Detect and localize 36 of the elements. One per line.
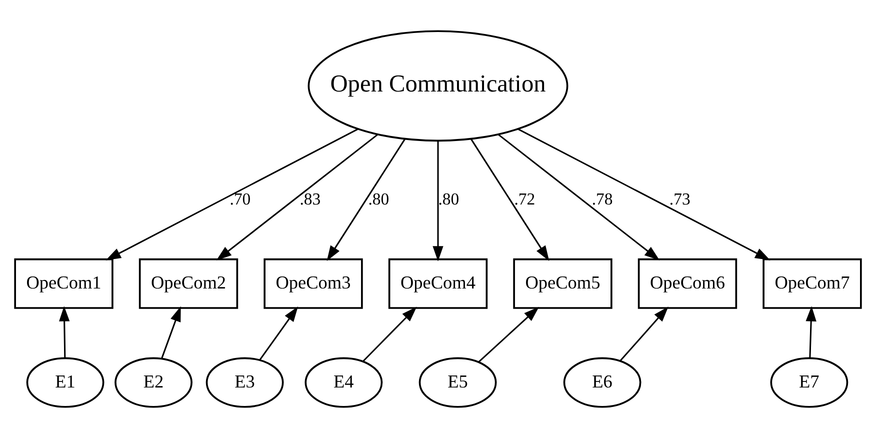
arrow: [805, 306, 816, 358]
arrow: [160, 306, 180, 358]
arrow: [619, 306, 668, 361]
edge-label: .80: [368, 188, 389, 208]
arrow: [216, 133, 378, 260]
edge-label: .78: [591, 188, 612, 208]
node-ellipse: E6: [562, 356, 641, 408]
arrow: [258, 306, 298, 360]
node-box: OpeCom3: [263, 258, 362, 308]
arrow: [362, 306, 416, 362]
edge-label: .83: [299, 188, 320, 208]
node-box: OpeCom5: [512, 258, 612, 308]
node-box: OpeCom4: [388, 258, 488, 308]
node-ellipse: E3: [205, 356, 284, 408]
node-ellipse: E2: [114, 356, 192, 408]
node-ellipse: E1: [26, 356, 104, 408]
arrow: [497, 133, 660, 260]
node-box: OpeCom2: [138, 258, 238, 308]
node-box: OpeCom6: [637, 258, 737, 308]
arrow: [517, 128, 770, 260]
edge-label: .72: [514, 188, 535, 208]
node-ellipse: E4: [304, 356, 382, 408]
arrow: [478, 306, 539, 362]
edge-label: .80: [438, 188, 459, 208]
node-ellipse: Open Communication: [307, 30, 568, 142]
node-ellipse: E7: [770, 356, 848, 408]
arrow: [326, 138, 406, 260]
node-box: OpeCom1: [14, 258, 113, 308]
arrow: [58, 306, 70, 358]
arrow: [470, 138, 549, 260]
edge-label: .70: [229, 188, 250, 208]
edge-label: .73: [668, 188, 690, 208]
node-ellipse: E5: [418, 356, 496, 408]
arrow: [432, 140, 443, 261]
arrow: [105, 128, 358, 260]
node-box: OpeCom7: [762, 258, 862, 308]
